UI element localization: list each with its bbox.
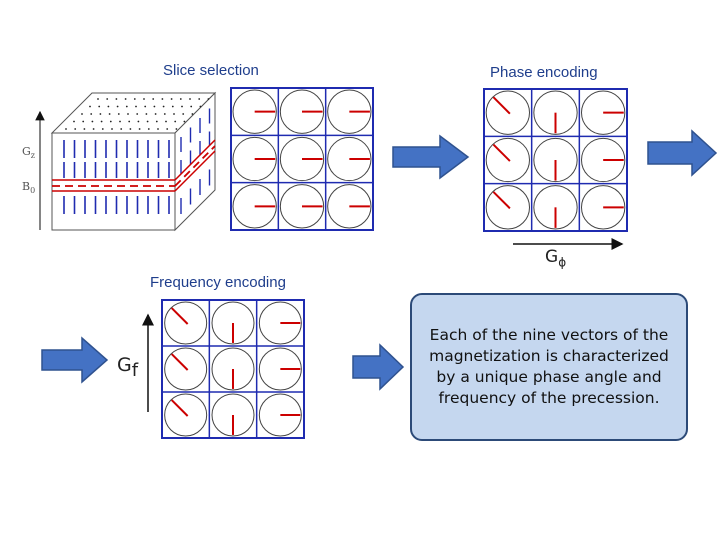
callout-text: Each of the nine vectors of the magnetiz… xyxy=(429,326,669,407)
arrow-right-icon xyxy=(647,129,718,177)
main-field-label: B0 xyxy=(22,180,36,196)
z-gradient-label: Gz xyxy=(22,145,36,161)
frequency-gradient-label: Gf xyxy=(117,354,139,381)
frequency-encoding-grid xyxy=(161,299,305,439)
slice-cube xyxy=(35,91,217,232)
arrow-right-icon xyxy=(41,336,109,384)
explanation-callout: Each of the nine vectors of the magnetiz… xyxy=(410,293,688,441)
slice-selection-title: Slice selection xyxy=(163,62,259,79)
slice-selection-grid xyxy=(230,87,374,231)
arrow-right-icon xyxy=(392,134,470,180)
phase-encoding-grid xyxy=(483,88,628,232)
frequency-encoding-title: Frequency encoding xyxy=(150,274,286,291)
phase-gradient-label: Gϕ xyxy=(545,247,567,270)
arrow-right-icon xyxy=(352,343,405,391)
phase-encoding-title: Phase encoding xyxy=(490,64,598,81)
